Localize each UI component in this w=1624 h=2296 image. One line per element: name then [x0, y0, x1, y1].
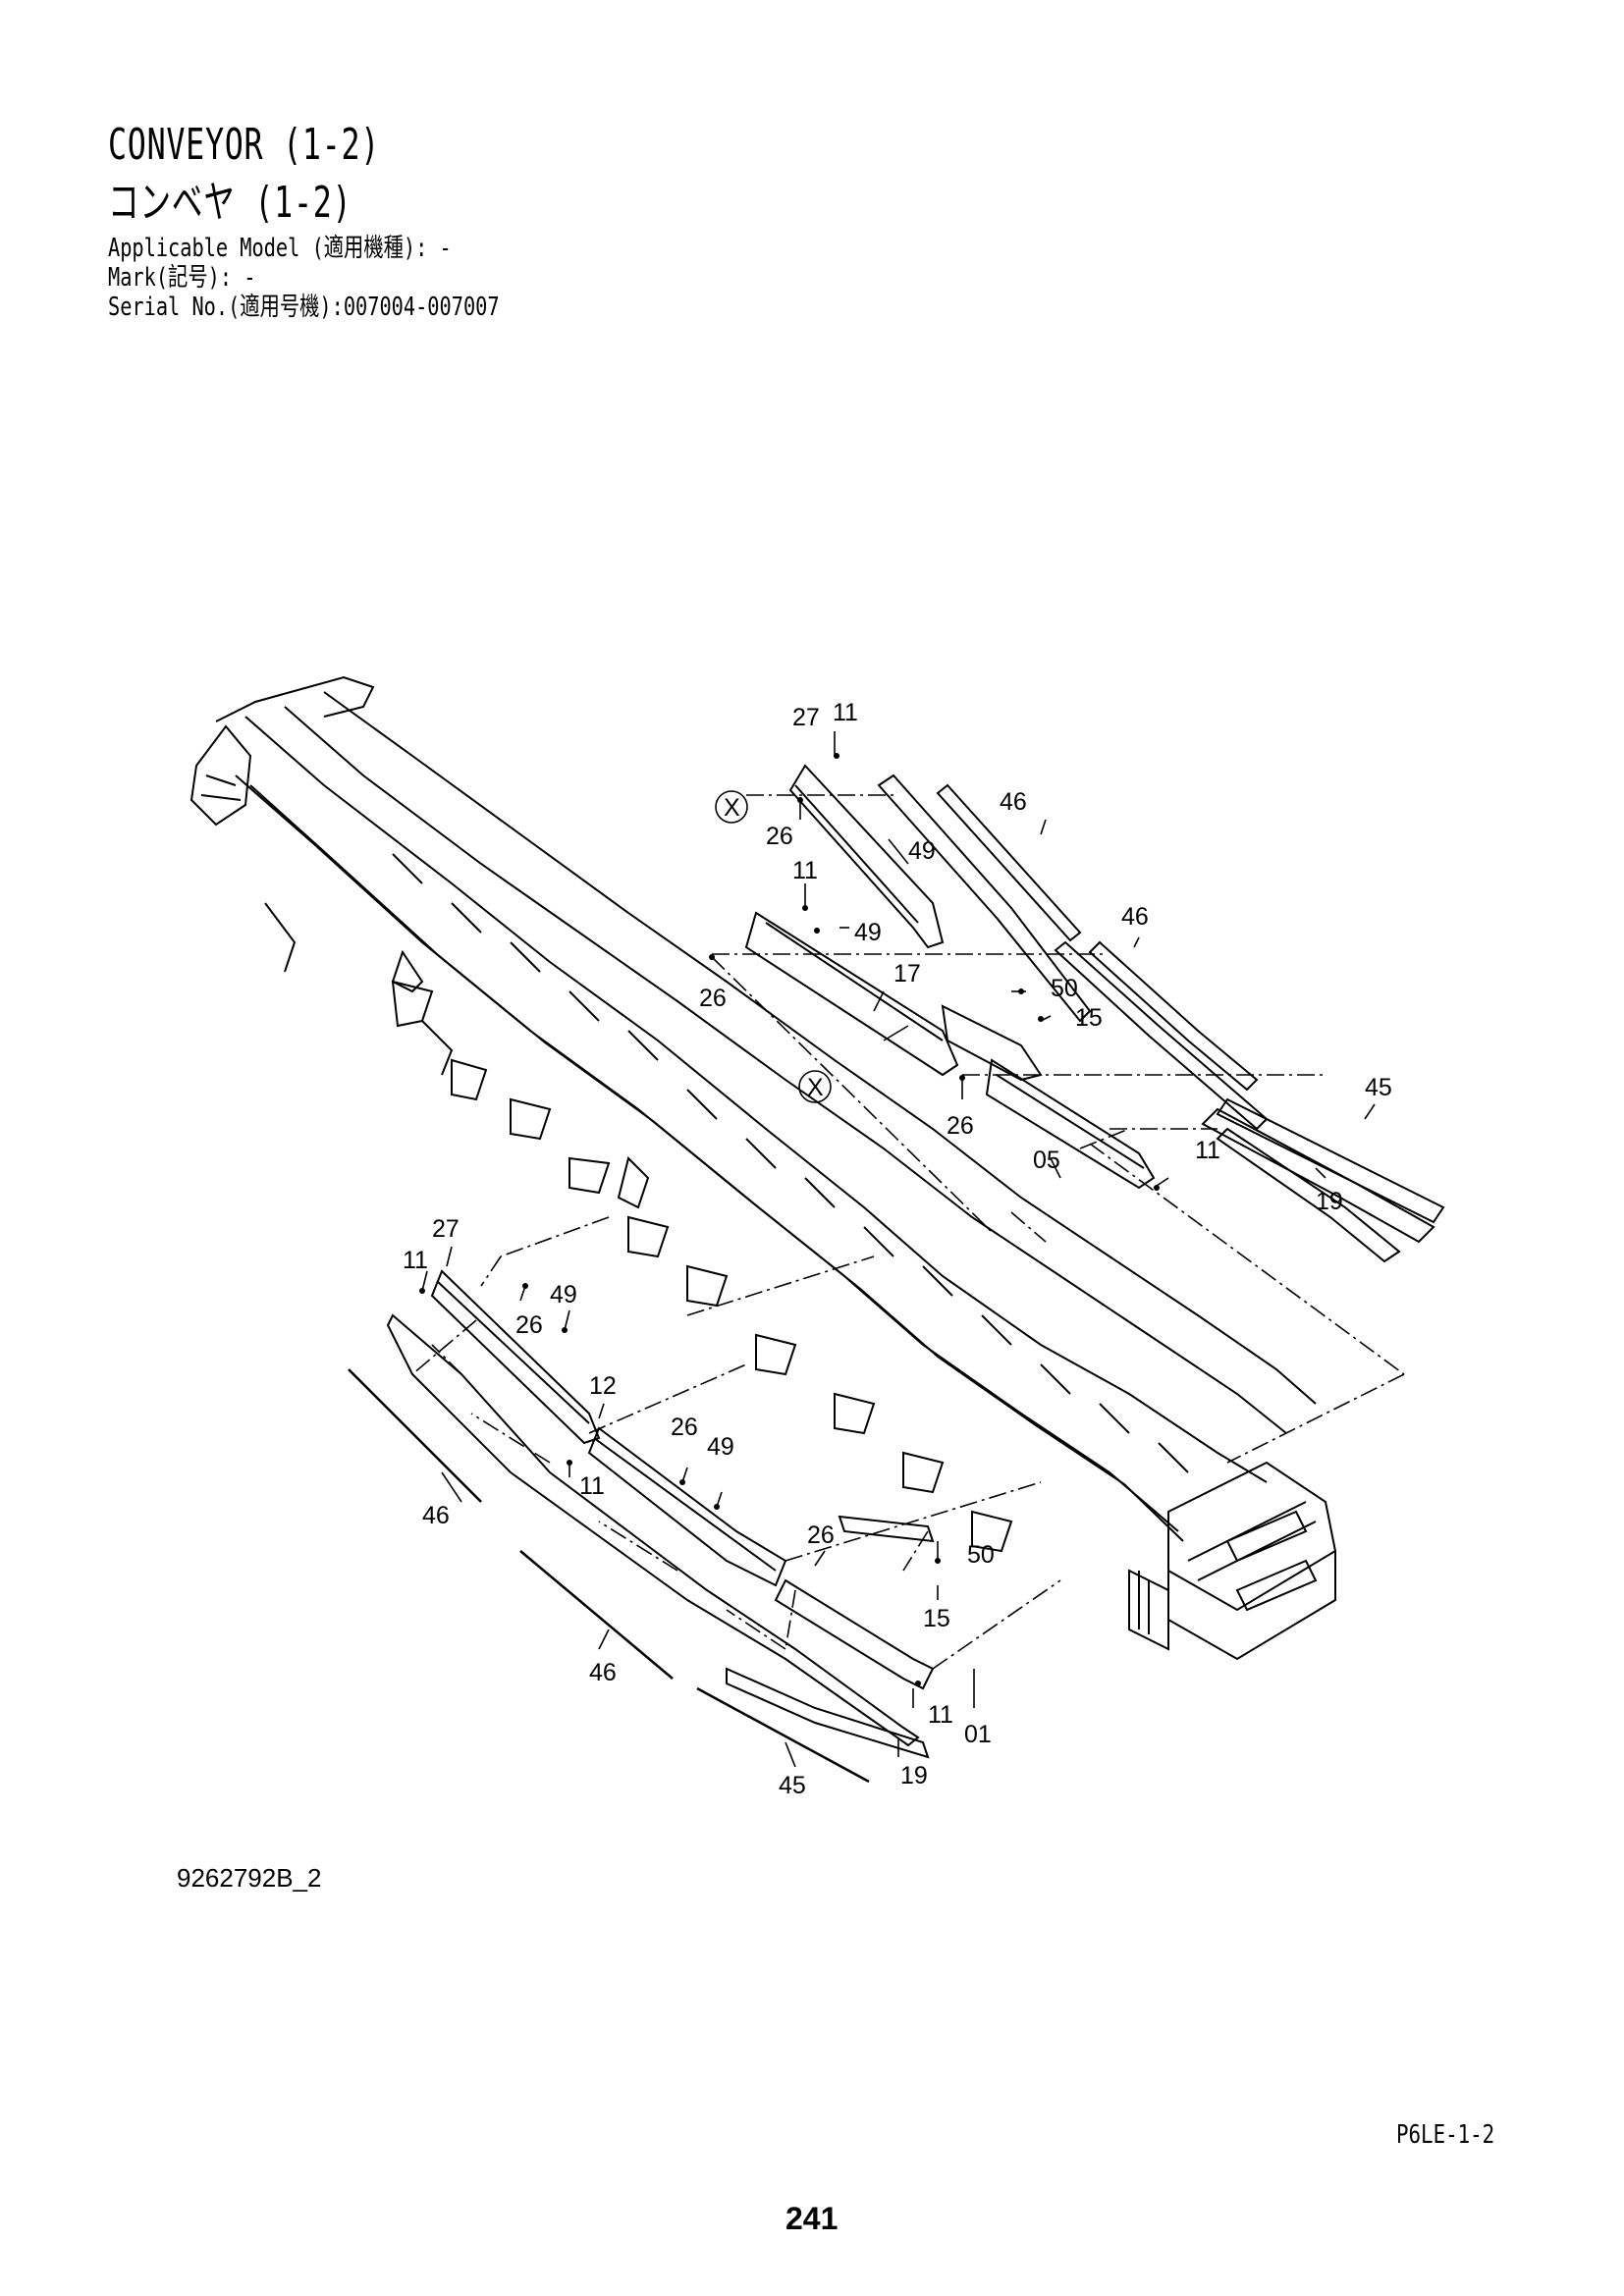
part-46-upper-b — [1054, 940, 1269, 1131]
callout-11: 11 — [928, 1701, 953, 1729]
callout-45: 45 — [779, 1772, 806, 1799]
part-19-lower — [726, 1667, 930, 1759]
upper-callout-labels: 27 11 26 49 46 11 49 26 17 50 15 46 26 0… — [699, 699, 1392, 1215]
part-27-lower — [430, 1269, 601, 1445]
part-46-upper-a — [877, 774, 1092, 1023]
callout-19: 19 — [1316, 1188, 1343, 1215]
view-reference-circle-x-upper — [715, 790, 748, 824]
callout-11: 11 — [1195, 1137, 1220, 1164]
callout-49: 49 — [908, 837, 936, 865]
callout-17: 17 — [893, 960, 921, 988]
callout-26: 26 — [766, 823, 793, 850]
part-17 — [744, 911, 959, 1077]
callout-26: 26 — [947, 1112, 974, 1140]
lower-exploded-parts — [348, 1269, 935, 1784]
drawing-id: 9262792B_2 — [177, 1863, 322, 1893]
callout-01: 01 — [964, 1721, 992, 1748]
callout-19: 19 — [900, 1762, 928, 1789]
callout-11: 11 — [403, 1247, 428, 1274]
callout-27: 27 — [792, 704, 820, 731]
leader-lines — [411, 794, 1405, 1670]
view-x-label-lower: X — [807, 1074, 824, 1101]
callout-15: 15 — [923, 1605, 950, 1632]
applicable-model: Applicable Model (適用機種): - — [108, 234, 452, 263]
conveyor-tail-end — [1167, 1461, 1337, 1612]
part-12 — [587, 1426, 787, 1587]
callout-50: 50 — [1051, 975, 1078, 1002]
part-50-lower — [838, 1515, 935, 1543]
upper-exploded-parts — [744, 764, 1445, 1263]
callout-05: 05 — [1033, 1147, 1060, 1174]
callout-50: 50 — [967, 1541, 995, 1569]
view-reference-circle-x-lower — [798, 1070, 832, 1103]
part-50-bracket — [941, 1004, 1043, 1082]
callout-49: 49 — [707, 1433, 734, 1461]
lower-callout-labels: 27 11 26 49 12 26 49 11 46 26 50 15 46 1… — [403, 1215, 995, 1799]
callout-27: 27 — [432, 1215, 460, 1243]
callout-11: 11 — [833, 699, 858, 726]
callout-leader-ticks — [421, 731, 1376, 1768]
mark-code: Mark(記号): - — [108, 263, 256, 293]
callout-26: 26 — [515, 1311, 543, 1339]
section-code: P6LE-1-2 — [1396, 2120, 1495, 2150]
callout-46: 46 — [589, 1659, 617, 1686]
callout-11: 11 — [579, 1472, 605, 1500]
part-46-lower — [386, 1313, 920, 1747]
page-number: 241 — [785, 2201, 839, 2236]
fastener-dots — [419, 753, 1160, 1686]
callout-12: 12 — [589, 1372, 617, 1400]
callout-26: 26 — [807, 1522, 835, 1549]
conveyor-motor — [189, 724, 252, 827]
mounting-bracket — [391, 949, 424, 993]
serial-number-range: Serial No.(適用号機):007004-007007 — [108, 293, 500, 322]
callout-26: 26 — [699, 985, 727, 1012]
part-45-upper — [1201, 1107, 1435, 1244]
callout-49: 49 — [854, 919, 882, 946]
callout-46: 46 — [1121, 903, 1149, 931]
callout-46: 46 — [1000, 788, 1027, 816]
callout-11: 11 — [792, 857, 818, 884]
callout-45: 45 — [1365, 1074, 1392, 1101]
callout-46: 46 — [422, 1502, 450, 1529]
callout-15: 15 — [1075, 1004, 1103, 1032]
callout-26: 26 — [671, 1414, 698, 1441]
callout-49: 49 — [550, 1281, 577, 1308]
part-01 — [774, 1578, 935, 1690]
page-title-japanese: コンベヤ (1-2) — [108, 178, 352, 228]
view-x-label-upper: X — [724, 794, 740, 822]
part-27-upper — [788, 764, 945, 949]
part-05 — [985, 1058, 1156, 1190]
conveyor-frame — [189, 675, 1337, 1661]
part-19-upper — [1216, 1127, 1401, 1263]
page-title: CONVEYOR (1-2) — [108, 120, 381, 170]
